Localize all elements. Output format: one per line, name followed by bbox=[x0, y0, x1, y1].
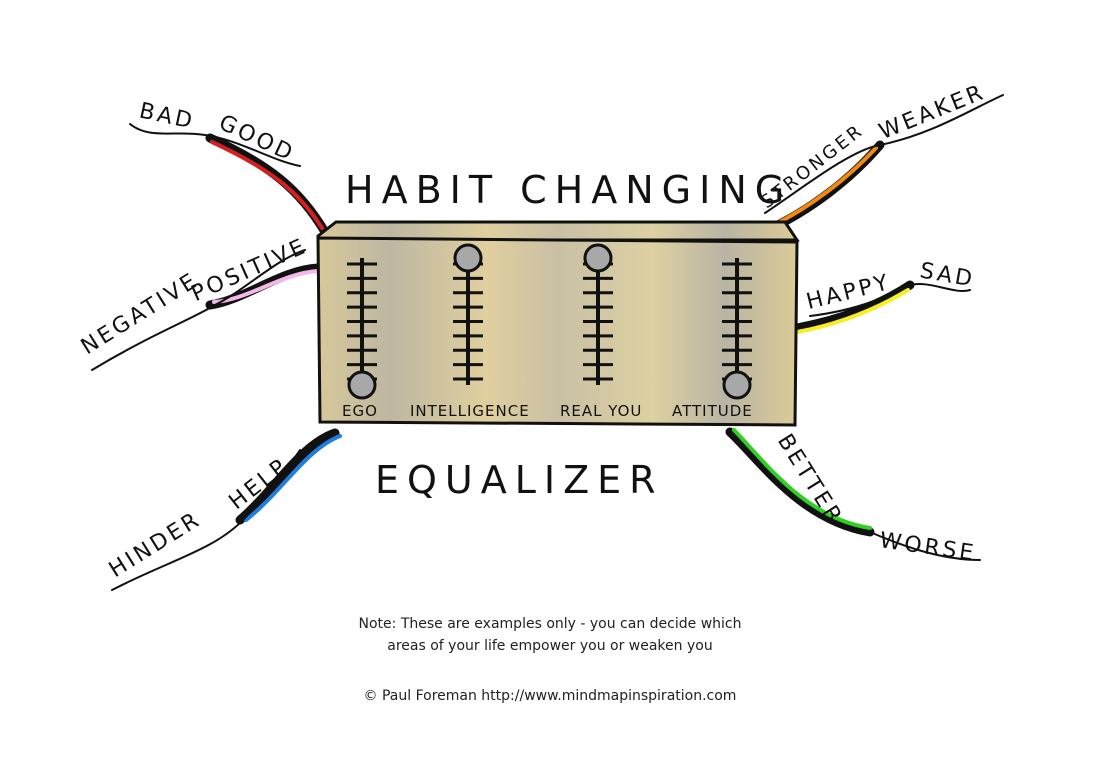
title-equalizer: EQUALIZER bbox=[375, 458, 664, 502]
slider-knob[interactable] bbox=[347, 370, 377, 400]
slider-label-real-you: REAL YOU bbox=[560, 402, 643, 420]
slider-label-attitude: ATTITUDE bbox=[672, 402, 753, 420]
branch-happy-sad bbox=[792, 280, 971, 334]
branch-hinder-help bbox=[111, 428, 342, 591]
equalizer-box bbox=[316, 220, 800, 427]
slider-knob[interactable] bbox=[453, 243, 483, 273]
credit-link[interactable]: © Paul Foreman http://www.mindmapinspira… bbox=[363, 688, 737, 704]
branch-negative-positive bbox=[91, 249, 323, 371]
slider-real-you[interactable] bbox=[583, 243, 613, 385]
note-line-1: Note: These are examples only - you can … bbox=[358, 616, 742, 632]
branch-bad-good bbox=[129, 123, 330, 237]
title-habit-changing: HABIT CHANGING bbox=[345, 168, 793, 212]
slider-knob[interactable] bbox=[583, 243, 613, 273]
slider-label-intelligence: INTELLIGENCE bbox=[410, 402, 530, 420]
note-line-2: areas of your life empower you or weaken… bbox=[387, 638, 713, 654]
slider-label-ego: EGO bbox=[342, 402, 378, 420]
branch-better-worse bbox=[725, 427, 981, 561]
slider-attitude[interactable] bbox=[722, 258, 752, 400]
slider-knob[interactable] bbox=[722, 370, 752, 400]
slider-intelligence[interactable] bbox=[453, 243, 483, 385]
slider-ego[interactable] bbox=[347, 258, 377, 400]
